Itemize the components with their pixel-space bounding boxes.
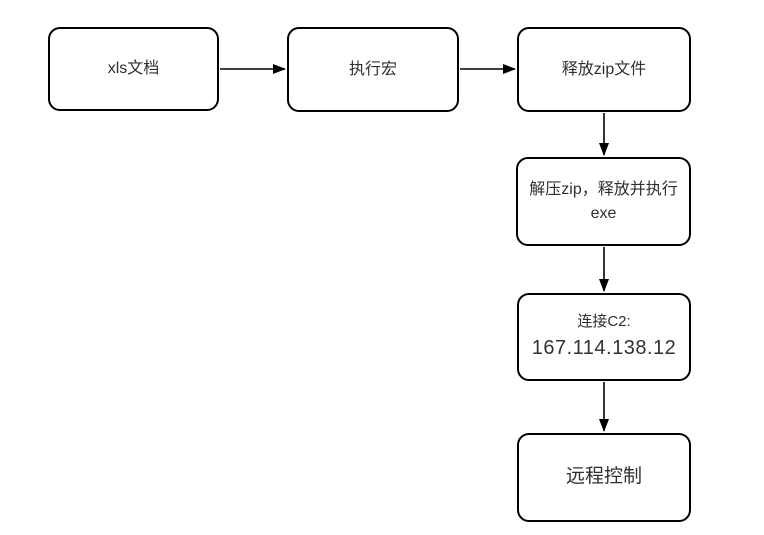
- node-label: xls文档: [107, 60, 160, 77]
- node-label: 释放zip文件: [561, 60, 647, 78]
- node-xls-document: xls文档: [48, 27, 219, 111]
- node-label-line1: 连接C2:: [577, 312, 631, 330]
- node-drop-zip-file: 释放zip文件: [517, 27, 691, 112]
- node-label-line1: 解压zip，释放并执行: [529, 180, 678, 198]
- node-execute-macro: 执行宏: [287, 27, 459, 112]
- c2-ip-address: 167.114.138.12: [531, 337, 677, 360]
- node-label-line2: exe: [590, 204, 617, 222]
- node-unzip-execute-exe: 解压zip，释放并执行 exe: [516, 157, 691, 246]
- node-label: 远程控制: [565, 466, 642, 488]
- node-label: 执行宏: [348, 60, 397, 78]
- node-connect-c2: 连接C2: 167.114.138.12: [517, 293, 691, 381]
- node-remote-control: 远程控制: [517, 433, 691, 522]
